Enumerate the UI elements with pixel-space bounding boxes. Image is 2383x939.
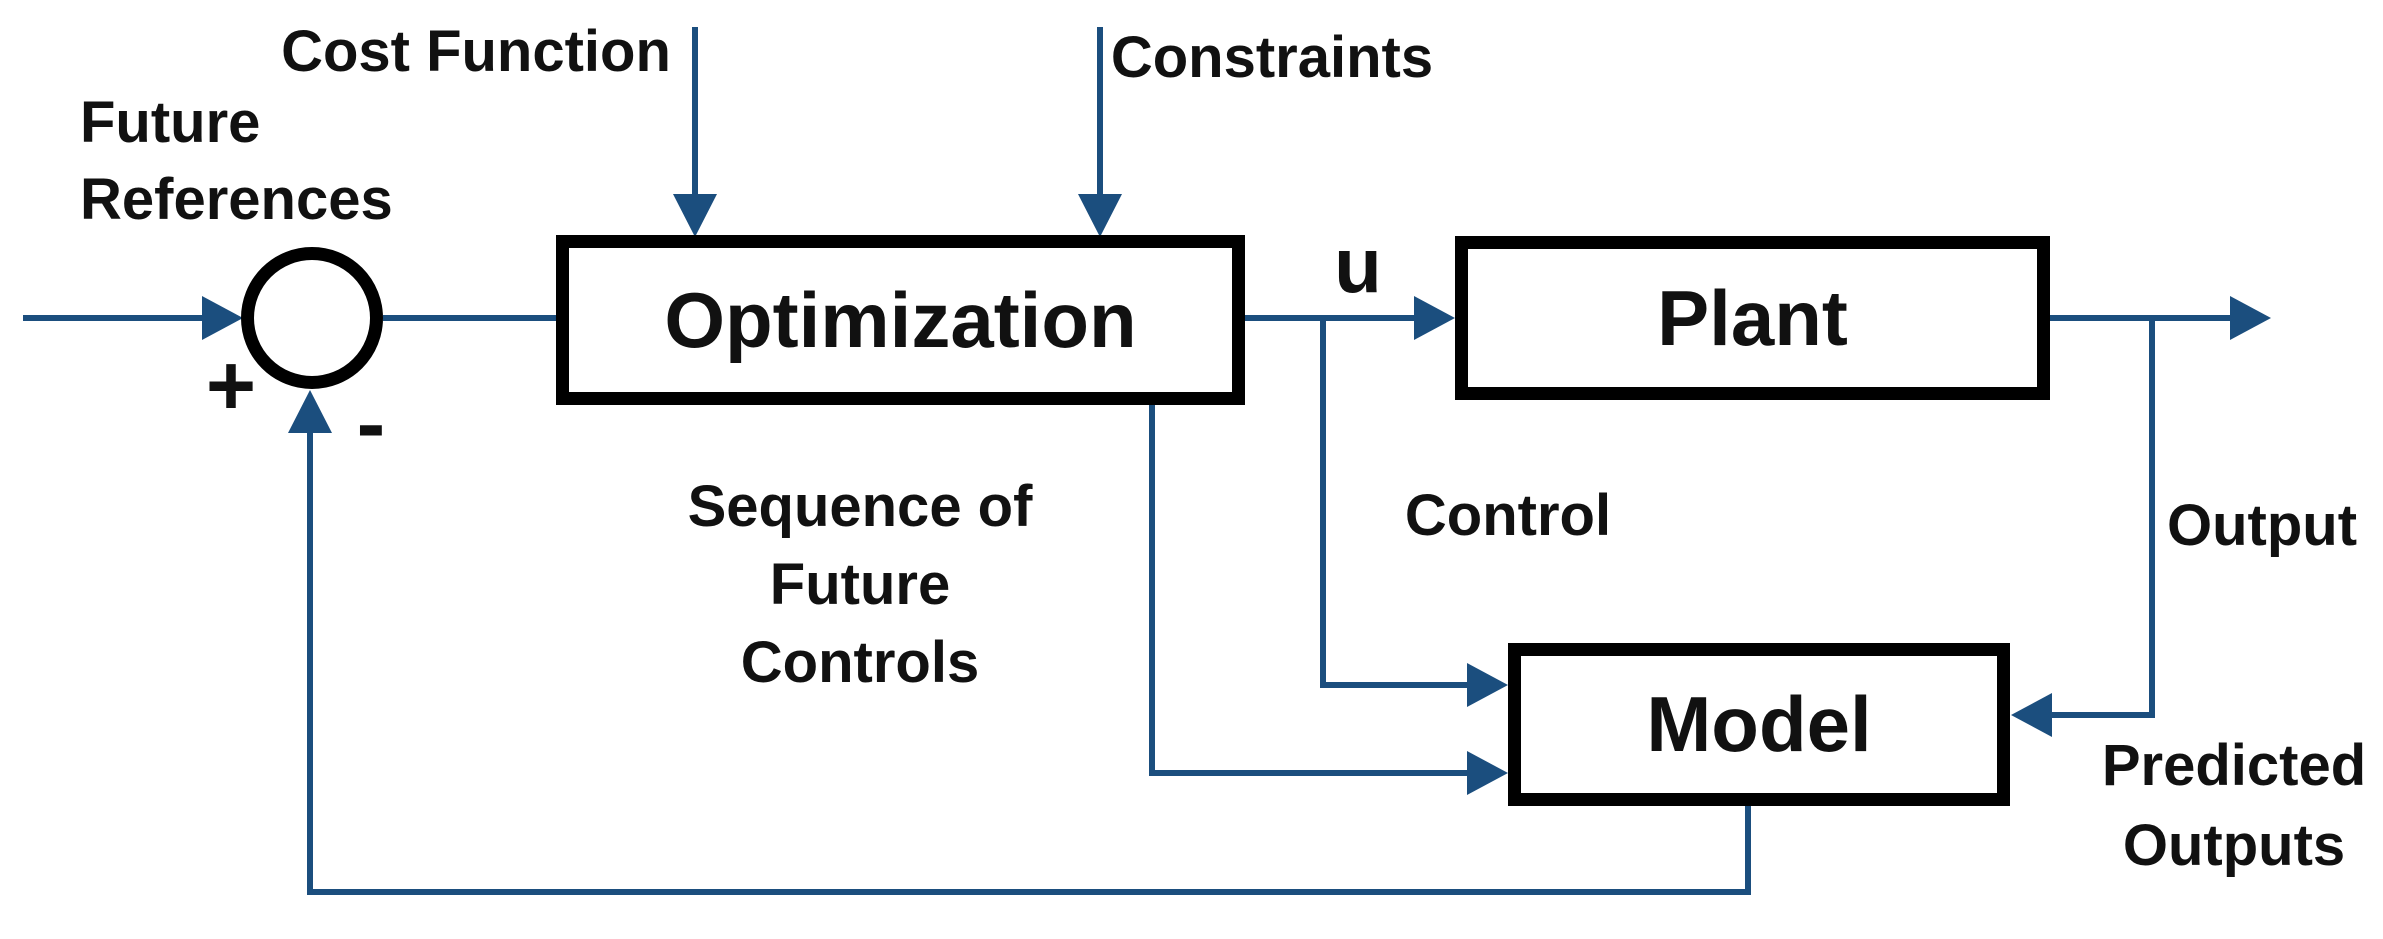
future-references-line2: References: [80, 167, 393, 232]
control-branch-arrowhead-icon: [1467, 663, 1508, 707]
cost-function-label: Cost Function: [281, 19, 671, 84]
sequence-line2: Future: [769, 552, 951, 617]
future-references-arrowhead-icon: [202, 296, 243, 340]
sequence-line1: Sequence of: [687, 474, 1033, 539]
model-block: Model: [1508, 643, 2010, 806]
predicted-outputs-label: Predicted Outputs: [2102, 726, 2366, 886]
optimization-block-label: Optimization: [664, 275, 1137, 364]
cost-function-arrowhead-icon: [673, 194, 717, 237]
summing-minus-sign: -: [356, 376, 386, 472]
future-controls-line: [1149, 405, 1467, 776]
output-to-model-line: [2052, 318, 2155, 718]
u-arrowhead-icon: [1414, 296, 1455, 340]
plant-output-arrowhead-icon: [2230, 296, 2271, 340]
predicted-outputs-line1: Predicted: [2101, 733, 2367, 798]
model-block-label: Model: [1646, 680, 1872, 768]
constraints-arrowhead-icon: [1078, 194, 1122, 237]
feedback-arrowhead-icon: [288, 390, 332, 433]
future-controls-arrowhead-icon: [1467, 751, 1508, 795]
feedback-line: [307, 433, 1751, 895]
control-branch-line: [1320, 318, 1467, 688]
plant-block: Plant: [1455, 236, 2050, 400]
sequence-of-future-controls-label: Sequence of Future Controls: [688, 468, 1033, 702]
summing-plus-sign: +: [205, 338, 257, 434]
output-to-model-arrowhead-icon: [2011, 693, 2052, 737]
summing-junction: [241, 247, 383, 389]
optimization-block: Optimization: [556, 235, 1245, 405]
future-references-label: Future References: [80, 84, 393, 238]
future-references-line1: Future: [80, 90, 261, 155]
u-signal-label: u: [1334, 221, 1382, 309]
control-label: Control: [1404, 483, 1612, 548]
plant-block-label: Plant: [1657, 273, 1848, 362]
output-label: Output: [2166, 493, 2358, 558]
predicted-outputs-line2: Outputs: [2122, 813, 2346, 878]
constraints-label: Constraints: [1110, 25, 1434, 90]
sequence-line3: Controls: [740, 630, 980, 695]
